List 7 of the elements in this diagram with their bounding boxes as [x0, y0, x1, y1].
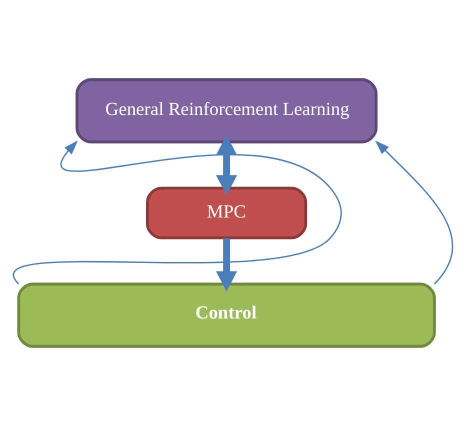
node-box: Control [17, 282, 436, 348]
arrow [216, 238, 238, 291]
arrow [375, 140, 454, 284]
arrow [14, 140, 342, 284]
arrow [216, 134, 238, 195]
node-box: MPC [146, 186, 308, 239]
node-box: General Reinforcement Learning [76, 78, 378, 143]
